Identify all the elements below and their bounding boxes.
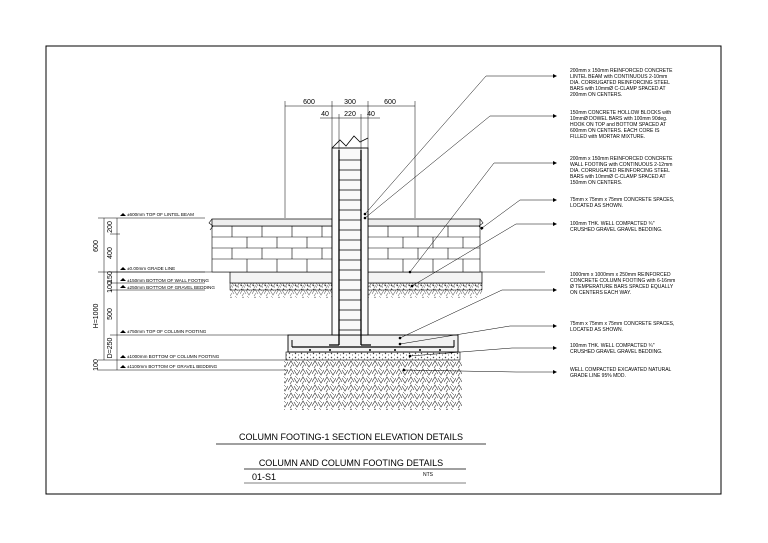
- note-concrete-spacers-1: 75mm x 75mm x 75mm CONCRETE SPACES, LOCA…: [570, 197, 674, 209]
- svg-text:DIA. CORRUGATED REINFORCING ST: DIA. CORRUGATED REINFORCING STEEL: [570, 168, 670, 174]
- dim-600-right: 600: [384, 99, 396, 106]
- dim-220: 220: [344, 111, 356, 118]
- note-gravel-bedding-2: 100mm THK. WELL COMPACTED ¾" CRUSHED GRA…: [570, 343, 663, 355]
- svg-text:BARS with 10mmØ C-CLAMP SPACED: BARS with 10mmØ C-CLAMP SPACED AT: [570, 86, 666, 92]
- svg-text:75mm x 75mm x 75mm CONCRETE SP: 75mm x 75mm x 75mm CONCRETE SPACES,: [570, 321, 674, 327]
- level-bottom-gravel-bedding: ±1100mm BOTTOM OF GRAVEL BEDDING: [127, 364, 218, 369]
- level-lintel: ±600mm TOP OF LINTEL BEAM: [127, 212, 194, 217]
- dim-left-100-bottom: 100: [93, 359, 100, 371]
- note-gravel-bedding-1: 100mm THK. WELL COMPACTED ¾" CRUSHED GRA…: [570, 221, 663, 233]
- dim-left-h: H=1000: [93, 304, 100, 329]
- column: [331, 147, 369, 336]
- note-natural-grade: WELL COMPACTED EXCAVATED NATURAL GRADE L…: [570, 367, 672, 379]
- wall-footing-right: [367, 271, 483, 284]
- svg-text:1000mm x 1000mm x 250mm REINFO: 1000mm x 1000mm x 250mm REINFORCED: [570, 272, 671, 278]
- dim-left-500: 500: [107, 308, 114, 320]
- level-markers: [120, 213, 126, 368]
- column-footing: [287, 334, 459, 353]
- top-dimension-lines: [284, 101, 416, 218]
- sheet-title: COLUMN AND COLUMN FOOTING DETAILS: [259, 458, 443, 468]
- svg-text:ON CENTERS EACH WAY.: ON CENTERS EACH WAY.: [570, 290, 631, 296]
- note-concrete-spacers-2: 75mm x 75mm x 75mm CONCRETE SPACES, LOCA…: [570, 321, 674, 333]
- svg-text:LINTEL BEAM with CONTINUOUS 2-: LINTEL BEAM with CONTINUOUS 2-10mm: [570, 74, 667, 80]
- dim-left-600: 600: [93, 240, 100, 252]
- svg-text:HOOK ON TOP and BOTTOM SPACED: HOOK ON TOP and BOTTOM SPACED AT: [570, 122, 666, 128]
- svg-text:CRUSHED GRAVEL GRAVEL BEDDING.: CRUSHED GRAVEL GRAVEL BEDDING.: [570, 227, 663, 233]
- leader-lines: [364, 75, 553, 373]
- footing-gravel-bedding: [285, 351, 461, 361]
- wall-footing-left: [229, 271, 333, 284]
- lintel-break-right: [478, 218, 484, 231]
- level-wall-footing: ±150mm BOTTOM OF WALL FOOTING: [127, 278, 209, 283]
- lintel-beam-right: [367, 218, 481, 227]
- dim-left-200: 200: [107, 221, 114, 233]
- svg-text:FILLED with MORTAR MIXTURE.: FILLED with MORTAR MIXTURE.: [570, 134, 645, 140]
- svg-text:150mm CONCRETE HOLLOW BLOCKS w: 150mm CONCRETE HOLLOW BLOCKS with: [570, 110, 671, 116]
- svg-text:GRADE LINE 95% MDD.: GRADE LINE 95% MDD.: [570, 373, 626, 379]
- detail-title: COLUMN FOOTING-1 SECTION ELEVATION DETAI…: [239, 432, 463, 442]
- level-top-column-footing: ±750mm TOP OF COLUMN FOOTING: [127, 329, 207, 334]
- note-column-footing: 1000mm x 1000mm x 250mm REINFORCED CONCR…: [570, 272, 675, 296]
- level-grade: ±0.00mm GRADE LINE: [127, 266, 175, 271]
- dim-left-400: 400: [107, 247, 114, 259]
- leader-arrowheads: [363, 74, 557, 374]
- svg-text:200mm x 150mm REINFORCED CONCR: 200mm x 150mm REINFORCED CONCRETE: [570, 68, 673, 74]
- chb-wall-left: [211, 225, 333, 273]
- column-ties: [339, 159, 361, 331]
- lintel-break-left: [208, 218, 214, 231]
- svg-text:100mm THK. WELL COMPACTED ¾": 100mm THK. WELL COMPACTED ¾": [570, 221, 655, 227]
- chb-wall-right: [367, 225, 481, 273]
- svg-text:LOCATED AS SHOWN.: LOCATED AS SHOWN.: [570, 203, 623, 209]
- level-gravel-bedding: ±250mm BOTTOM OF GRAVEL BEDDING: [127, 285, 215, 290]
- svg-text:75mm x 75mm x 75mm CONCRETE SP: 75mm x 75mm x 75mm CONCRETE SPACES,: [570, 197, 674, 203]
- sheet-border: [45, 45, 722, 495]
- scale-note: NTS: [423, 472, 434, 478]
- svg-text:BARS with 10mmØ C-CLAMP SPACED: BARS with 10mmØ C-CLAMP SPACED AT: [570, 174, 666, 180]
- column-break: [331, 135, 369, 149]
- dim-600-left: 600: [303, 99, 315, 106]
- dim-40-left: 40: [321, 111, 329, 118]
- dim-left-d: D=250: [107, 337, 114, 358]
- note-hollow-blocks: 150mm CONCRETE HOLLOW BLOCKS with 10mmØ …: [570, 110, 671, 140]
- level-bottom-column-footing: ±1000mm BOTTOM OF COLUMN FOOTING: [127, 354, 220, 359]
- left-dimension-lines: [98, 217, 288, 371]
- svg-text:CRUSHED GRAVEL GRAVEL BEDDING.: CRUSHED GRAVEL GRAVEL BEDDING.: [570, 349, 663, 355]
- svg-text:150mm ON CENTERS.: 150mm ON CENTERS.: [570, 180, 622, 186]
- svg-text:WELL COMPACTED EXCAVATED NATUR: WELL COMPACTED EXCAVATED NATURAL: [570, 367, 672, 373]
- svg-text:200mm ON CENTERS.: 200mm ON CENTERS.: [570, 92, 622, 98]
- dim-left-100: 100: [107, 281, 114, 293]
- sheet-number: 01-S1: [252, 472, 276, 482]
- svg-text:200mm x 150mm REINFORCED CONCR: 200mm x 150mm REINFORCED CONCRETE: [570, 156, 673, 162]
- dim-40-right: 40: [367, 111, 375, 118]
- dim-left-150: 150: [107, 271, 114, 283]
- svg-text:600mm ON CENTERS. EACH CORE IS: 600mm ON CENTERS. EACH CORE IS: [570, 128, 660, 134]
- svg-text:100mm THK. WELL COMPACTED ¾": 100mm THK. WELL COMPACTED ¾": [570, 343, 655, 349]
- svg-text:CONCRETE COLUMN FOOTING with 6: CONCRETE COLUMN FOOTING with 6-16mm: [570, 278, 675, 284]
- lintel-beam-left: [211, 218, 333, 227]
- note-lintel-beam: 200mm x 150mm REINFORCED CONCRETE LINTEL…: [570, 68, 673, 98]
- svg-text:10mmØ DOWEL BARS with 100mm 90: 10mmØ DOWEL BARS with 100mm 90deg.: [570, 116, 667, 122]
- svg-text:LOCATED AS SHOWN.: LOCATED AS SHOWN.: [570, 327, 623, 333]
- natural-soil: [284, 360, 462, 410]
- note-wall-footing: 200mm x 150mm REINFORCED CONCRETE WALL F…: [570, 156, 673, 186]
- dim-300: 300: [344, 99, 356, 106]
- svg-text:DIA. CORRUGATED REINFORCING ST: DIA. CORRUGATED REINFORCING STEEL: [570, 80, 670, 86]
- svg-text:WALL FOOTING with CONTINUOUS 2: WALL FOOTING with CONTINUOUS 2-12mm: [570, 162, 672, 168]
- svg-text:Ø TEMPERATURE BARS SPACED EQUA: Ø TEMPERATURE BARS SPACED EQUALLY: [570, 284, 674, 290]
